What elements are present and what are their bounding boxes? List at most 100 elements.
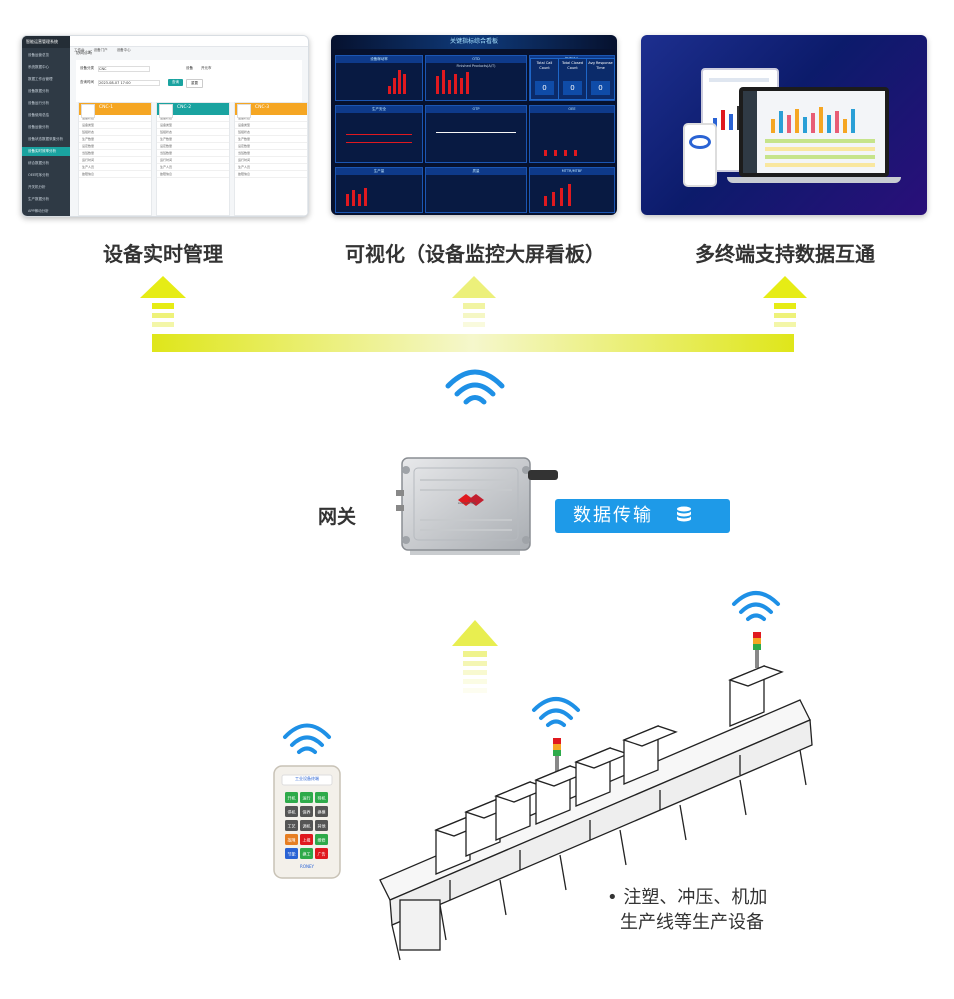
tab-item[interactable]: 设备门户 [93, 48, 108, 52]
terminal-key[interactable]: 停机 [285, 806, 298, 817]
sidebar-item[interactable]: 设备使用总结 [28, 113, 49, 117]
panel-row: 生产人员 [79, 164, 151, 171]
metric-value: 0 [535, 81, 554, 95]
terminal-key-label: 调机 [303, 823, 311, 829]
terminal-key[interactable]: 节能 [285, 848, 298, 859]
database-icon [676, 506, 691, 522]
panel-row: 设备类型 [79, 122, 151, 129]
search-button[interactable]: 查询 [168, 79, 183, 86]
terminal-key[interactable]: 调机 [300, 820, 313, 831]
terminal-key[interactable]: 故障 [285, 834, 298, 845]
sidebar-item[interactable]: 数据工作台管理 [28, 77, 53, 81]
panel-row: 设备状态 [235, 115, 307, 122]
terminal-key[interactable]: 保养 [300, 806, 313, 817]
sidebar-item[interactable]: 设备实时效率分析 [22, 147, 70, 156]
terminal-key-label: 开机 [288, 795, 296, 801]
panel-row: 班组状态 [157, 129, 229, 136]
panel-header: CNC-2 [157, 103, 229, 118]
panel-row: 运行时间 [157, 157, 229, 164]
terminal-key[interactable]: 待机 [315, 792, 328, 803]
terminal-key[interactable]: 工艺 [285, 820, 298, 831]
sidebar-item[interactable]: 系统数据中心 [28, 65, 49, 69]
panel-row: 设备状态 [79, 115, 151, 122]
gateway-label: 网关 [318, 506, 357, 528]
machine-avatar [81, 104, 95, 118]
wifi-icon-line-right [732, 591, 780, 621]
terminal-key-label: 运行 [303, 795, 311, 801]
terminal-key[interactable]: 广告 [315, 848, 328, 859]
terminal-key[interactable]: 换工 [300, 848, 313, 859]
terminal-key[interactable]: 维修 [315, 834, 328, 845]
panel-name: CNC-1 [99, 105, 114, 110]
terminal-key[interactable]: 上报 [300, 834, 313, 845]
terminal-brand: RONEY [300, 864, 314, 869]
arrow-up-right [763, 276, 807, 327]
panel-header: CNC-1 [79, 103, 151, 118]
sidebar-item[interactable]: 设备运营分析 [28, 125, 49, 129]
sidebar-item[interactable]: 设备运行分析 [28, 101, 49, 105]
sidebar-item[interactable]: APP稼动分析 [28, 209, 49, 213]
arrow-up-production [452, 620, 498, 693]
terminal-key-label: 换工 [303, 851, 311, 857]
tab-item[interactable]: 工作台 [74, 48, 85, 52]
terminal-key-label: 停机 [288, 809, 296, 815]
panel-row: 当班数量 [79, 150, 151, 157]
panel-row: 生产数量 [235, 136, 307, 143]
terminal-key[interactable]: 运行 [300, 792, 313, 803]
panel-utilization: 设备稼动率 [335, 55, 423, 101]
filter-label: 设备分类 [80, 66, 94, 70]
badge-label: 数据传输 [573, 505, 653, 526]
panel-row: 设定数量 [79, 143, 151, 150]
terminal-key[interactable]: 其他 [315, 820, 328, 831]
panel-row: 生产数量 [157, 136, 229, 143]
terminal-key[interactable]: 开机 [285, 792, 298, 803]
panel-row: 班组状态 [79, 129, 151, 136]
panel-row: 设备状态 [157, 115, 229, 122]
sidebar-item[interactable]: 设备状态数据采集分析 [28, 137, 63, 141]
machine-avatar [237, 104, 251, 118]
panel-row: 生产人员 [235, 164, 307, 171]
metric-value: 0 [563, 81, 582, 95]
top-tabs: 工作台 设备门户 设备中心 [70, 36, 308, 52]
panel-row: 当班数量 [235, 150, 307, 157]
terminal-key-label: 维修 [318, 837, 326, 843]
sidebar-item[interactable]: 生产数据分析 [28, 197, 49, 201]
reset-button[interactable]: 重置 [186, 79, 203, 88]
panel-row: 设定数量 [157, 143, 229, 150]
sidebar-item[interactable]: 综合数据分析 [28, 161, 49, 165]
filter-label: 查询时间 [80, 80, 94, 84]
panel-title: 设备稼动率 [336, 56, 422, 63]
terminal-key-label: 广告 [318, 851, 326, 857]
panel-oee: OEE [529, 105, 615, 163]
panel-title: OTP [426, 106, 526, 113]
sidebar-item[interactable]: 设备数据分析 [28, 89, 49, 93]
panel-title: OEE [530, 106, 614, 113]
caption-realtime-management: 设备实时管理 [103, 242, 223, 266]
data-transfer-badge: 数据传输 [555, 499, 730, 533]
sidebar-item[interactable]: 开关机分析 [28, 185, 46, 189]
panel-name: CNC-3 [255, 105, 270, 110]
panel-otp: OTP [425, 105, 527, 163]
filter-input[interactable]: 2023-08-07 17:00 [98, 80, 160, 86]
panel-title: 生产量 [336, 168, 422, 175]
sidebar-item[interactable]: 设备运营总览 [28, 53, 49, 57]
wifi-icon-terminal [283, 723, 331, 754]
filter-input[interactable]: CNC [98, 66, 150, 72]
panel-title: OTD [426, 56, 526, 63]
tab-item[interactable]: 设备中心 [116, 48, 131, 52]
panel-mttr: MTTR/MTBF [529, 167, 615, 213]
filter-input[interactable]: 开元市 [201, 66, 212, 70]
panel-row: 故障信息 [235, 171, 307, 178]
terminal-key[interactable]: 换模 [315, 806, 328, 817]
panel-header: CNC-3 [235, 103, 307, 118]
panel-subtitle: Finished Products(A/T) [456, 64, 496, 68]
sidebar-item[interactable]: OEE时序分析 [28, 173, 50, 177]
terminal-key-label: 故障 [288, 837, 296, 843]
caption-visualization: 可视化（设备监控大屏看板） [345, 242, 605, 266]
panel-title: 质量 [426, 168, 526, 175]
signal-light-mid [553, 738, 561, 772]
